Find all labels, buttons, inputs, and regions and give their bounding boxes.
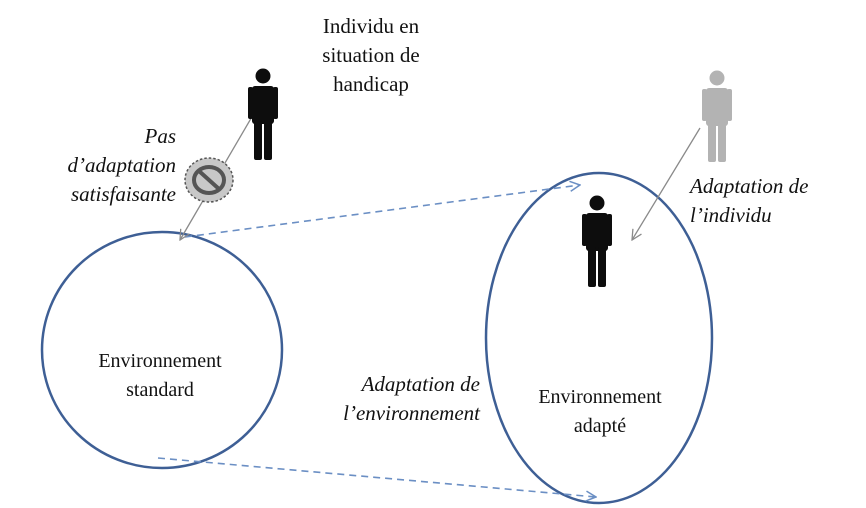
- standard-environment-label: Environnement standard: [60, 347, 260, 405]
- individual-label-line: handicap: [333, 72, 409, 96]
- adapted-environment-label-line: adapté: [573, 415, 627, 437]
- person-icon: [248, 68, 278, 160]
- no-adaptation-label-line: satisfaisante: [70, 182, 176, 206]
- individual-adaptation-arrow: [632, 127, 701, 240]
- no-adaptation-label-line: Pas: [144, 124, 177, 148]
- individual-adaptation-label: Adaptation de l’individu: [690, 172, 866, 230]
- standard-environment-circle: [40, 230, 284, 470]
- standard-environment-label-line: standard: [126, 379, 194, 401]
- no-entry-icon: [184, 157, 234, 203]
- adapted-environment-circle: [484, 171, 714, 505]
- no-adaptation-label-line: d’adaptation: [67, 153, 177, 177]
- individual-label-line: situation de: [322, 43, 420, 67]
- individual-adaptation-label-line: Adaptation de: [690, 174, 809, 198]
- person-icon: [582, 195, 612, 287]
- standard-environment-label-line: Environnement: [98, 350, 222, 372]
- individual-adaptation-label-line: l’individu: [690, 203, 772, 227]
- bottom-dashed-arrow: [157, 457, 596, 497]
- individual-label-line: Individu en: [322, 14, 420, 38]
- environment-adaptation-label-line: l’environnement: [343, 401, 480, 425]
- no-adaptation-label: Pas d’adaptation satisfaisante: [8, 122, 177, 209]
- adapted-environment-label-line: Environnement: [538, 386, 662, 408]
- environment-adaptation-label: Adaptation de l’environnement: [280, 370, 480, 428]
- top-dashed-arrow: [184, 185, 580, 238]
- environment-adaptation-label-line: Adaptation de: [361, 372, 480, 396]
- adapted-environment-label: Environnement adapté: [505, 383, 695, 441]
- individual-label: Individu en situation de handicap: [296, 12, 446, 99]
- person-icon: [702, 70, 732, 162]
